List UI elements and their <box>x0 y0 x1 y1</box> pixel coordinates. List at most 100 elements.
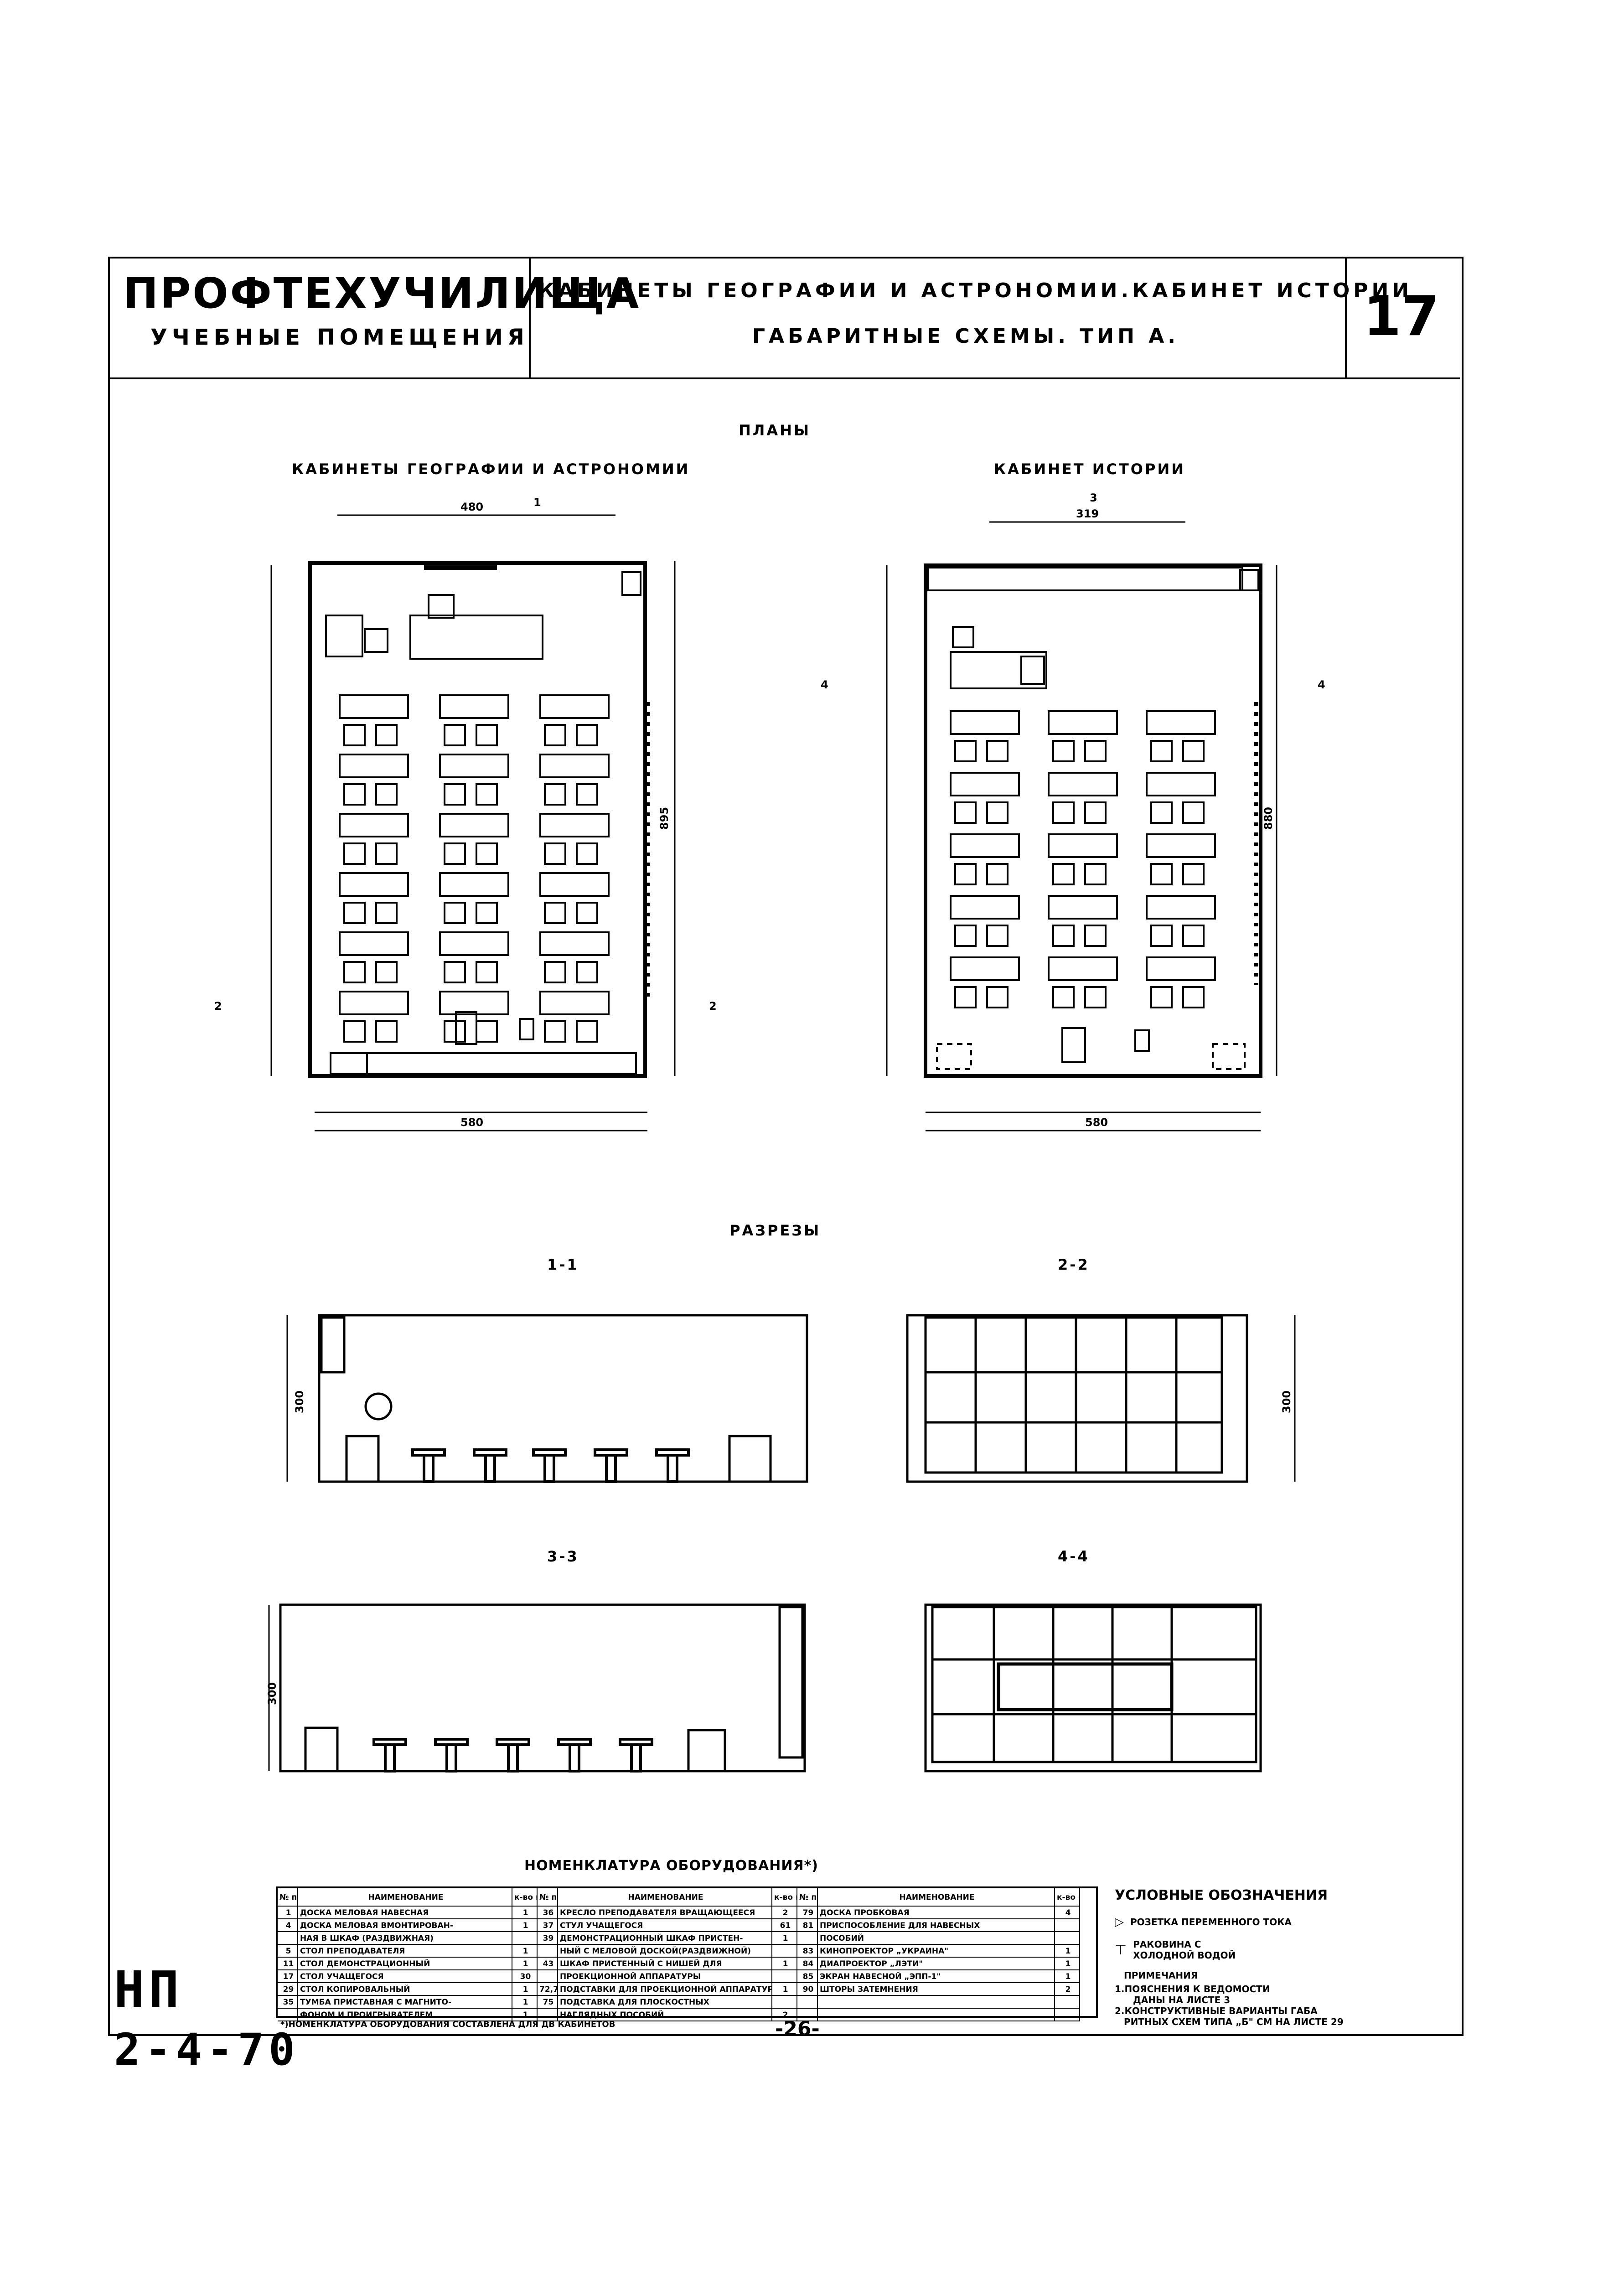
table-cell <box>797 1996 818 2009</box>
left-height-dim: 895 <box>658 807 671 830</box>
left-cabinet-43 <box>330 1052 368 1075</box>
table-header-cell: к-во шт <box>1055 1888 1080 1907</box>
right-student-chair <box>1182 801 1205 824</box>
table-cell: 1 <box>512 1958 538 1970</box>
section-1-1-height: 300 <box>293 1390 306 1413</box>
left-sink <box>621 571 641 596</box>
left-student-desk <box>539 813 610 837</box>
right-student-chair <box>986 740 1009 762</box>
right-projector-stand <box>1061 1027 1086 1063</box>
right-student-chair <box>1084 801 1107 824</box>
legend: УСЛОВНЫЕ ОБОЗНАЧЕНИЯ ▷ РОЗЕТКА ПЕРЕМЕННО… <box>1115 1887 1388 2027</box>
left-student-desk <box>339 991 409 1015</box>
left-student-chair <box>375 961 398 983</box>
table-cell <box>818 2009 1055 2021</box>
table-cell: ДОСКА ПРОБКОВАЯ <box>818 1907 1055 1919</box>
section-mark-4-left: 4 <box>821 678 828 691</box>
left-projector-stand <box>455 1011 477 1045</box>
table-cell <box>818 1996 1055 2009</box>
left-student-chair <box>544 842 566 865</box>
right-student-chair <box>954 863 977 885</box>
section-3-3-desk-leg <box>630 1743 642 1773</box>
table-cell: 75 <box>538 1996 558 2009</box>
table-cell: СТОЛ УЧАЩЕГОСЯ <box>298 1970 512 1983</box>
table-cell: 11 <box>278 1958 298 1970</box>
left-student-desk <box>439 754 509 778</box>
table-cell: 90 <box>797 1983 818 1996</box>
note-2b: РИТНЫХ СХЕМ ТИПА „Б" СМ НА ЛИСТЕ 29 <box>1124 2016 1344 2027</box>
table-cell: 83 <box>797 1945 818 1958</box>
right-student-chair <box>1182 925 1205 947</box>
page-number: -26- <box>775 2017 820 2041</box>
header-left-subtitle: УЧЕБНЫЕ ПОМЕЩЕНИЯ <box>150 325 529 350</box>
section-1-1-globe <box>364 1392 393 1421</box>
left-student-chair <box>444 1020 466 1043</box>
table-cell: ШТОРЫ ЗАТЕМНЕНИЯ <box>818 1983 1055 1996</box>
right-student-desk <box>1146 956 1216 981</box>
section-1-1-desk-leg <box>484 1454 496 1483</box>
table-cell: 35 <box>278 1996 298 2009</box>
note-2: 2.КОНСТРУКТИВНЫЕ ВАРИАНТЫ ГАБА <box>1115 2005 1318 2016</box>
left-top-dim: 480 <box>460 501 483 513</box>
table-cell <box>512 1932 538 1945</box>
section-3-3-desk-leg <box>507 1743 519 1773</box>
table-cell <box>797 1932 818 1945</box>
table-cell <box>1055 1919 1080 1932</box>
table-cell: 4 <box>278 1919 298 1932</box>
left-chair-36 <box>428 594 455 619</box>
plan-left-title: КАБИНЕТЫ ГЕОГРАФИИ И АСТРОНОМИИ <box>292 460 690 478</box>
table-cell: 2 <box>772 2009 797 2021</box>
table-cell: 37 <box>538 1919 558 1932</box>
right-room-outline <box>924 563 1262 1078</box>
table-cell <box>772 1996 797 2009</box>
table-header-cell: НАИМЕНОВАНИЕ <box>298 1888 512 1907</box>
left-student-chair <box>375 724 398 746</box>
left-student-chair <box>576 842 598 865</box>
right-total-dim: 580 <box>1085 1116 1108 1129</box>
left-student-desk <box>339 694 409 719</box>
left-student-chair <box>444 842 466 865</box>
right-student-chair <box>1150 925 1173 947</box>
right-student-chair <box>954 801 977 824</box>
table-cell: СТУЛ УЧАЩЕГОСЯ <box>558 1919 772 1932</box>
right-student-chair <box>954 740 977 762</box>
left-student-chair <box>544 961 566 983</box>
left-student-desk <box>539 872 610 897</box>
section-2-2-label: 2-2 <box>1058 1256 1090 1273</box>
table-cell: 43 <box>538 1958 558 1970</box>
title-block <box>108 257 1460 379</box>
right-teacher-desk <box>950 651 1047 689</box>
plan-right-title: КАБИНЕТ ИСТОРИИ <box>994 460 1186 478</box>
table-header-cell: НАИМЕНОВАНИЕ <box>818 1888 1055 1907</box>
table-cell: ДОСКА МЕЛОВАЯ ВМОНТИРОВАН- <box>298 1919 512 1932</box>
right-student-chair <box>1052 986 1075 1008</box>
left-student-chair <box>343 842 366 865</box>
table-cell: 36 <box>538 1907 558 1919</box>
table-cell: 29 <box>278 1983 298 1996</box>
table-cell: СТОЛ КОПИРОВАЛЬНЫЙ <box>298 1983 512 1996</box>
table-cell: 84 <box>797 1958 818 1970</box>
nomenclature-table: № позНАИМЕНОВАНИЕк-во шт1ДОСКА МЕЛОВАЯ Н… <box>276 1886 1098 2021</box>
table-cell: ФОНОМ И ПРОИГРЫВАТЕЛЕМ <box>298 2009 512 2021</box>
table-cell: 1 <box>772 1958 797 1970</box>
right-student-chair <box>1084 863 1107 885</box>
right-sink <box>1239 569 1259 591</box>
table-cell: ПОДСТАВКА ДЛЯ ПЛОСКОСТНЫХ <box>558 1996 772 2009</box>
header-left-title: ПРОФТЕХУЧИЛИЩА <box>123 269 641 318</box>
right-student-desk <box>1048 710 1118 735</box>
left-student-desk <box>339 754 409 778</box>
left-student-desk <box>539 694 610 719</box>
note-1: 1.ПОЯСНЕНИЯ К ВЕДОМОСТИ <box>1115 1984 1270 1995</box>
table-cell: ПРИСПОСОБЛЕНИЕ ДЛЯ НАВЕСНЫХ <box>818 1919 1055 1932</box>
table-cell <box>278 2009 298 2021</box>
section-2-2-outline <box>906 1314 1248 1483</box>
table-cell <box>538 1945 558 1958</box>
left-student-desk <box>439 931 509 956</box>
table-cell: ПРОЕКЦИОННОЙ АППАРАТУРЫ <box>558 1970 772 1983</box>
left-total-dim: 580 <box>460 1116 483 1129</box>
section-3-3-outline <box>279 1603 806 1773</box>
legend-item-sink: РАКОВИНА С ХОЛОДНОЙ ВОДОЙ <box>1133 1939 1236 1961</box>
left-student-chair <box>375 842 398 865</box>
left-student-chair <box>444 724 466 746</box>
table-cell: 30 <box>512 1970 538 1983</box>
